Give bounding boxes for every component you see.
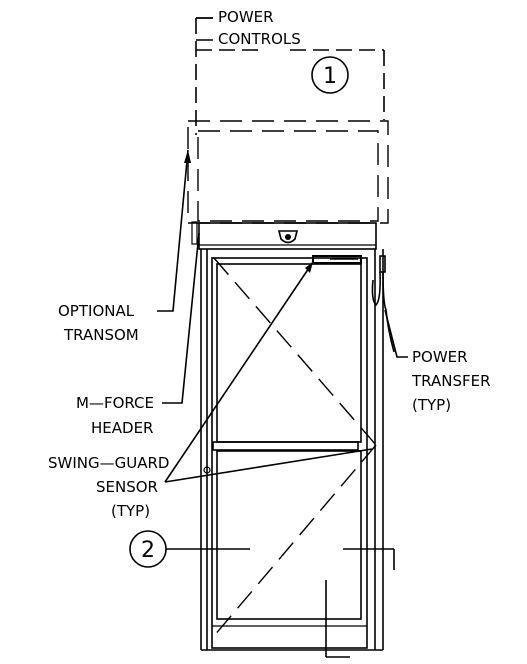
power-controls-box (195, 17, 385, 135)
callout-2: 2 (129, 530, 250, 568)
swing-lines (213, 257, 377, 637)
optional-transom-outline (187, 120, 389, 224)
power-controls-line-2: CONTROLS (218, 30, 301, 48)
door-frame (200, 249, 384, 651)
operator-arm (312, 255, 362, 264)
leader-power-transfer (384, 309, 408, 358)
label-m-force-header: M—FORCE HEADER (76, 394, 159, 437)
power-controls-line-1: POWER (218, 8, 274, 26)
sensor-icon (277, 230, 299, 244)
optional-transom-line-1: OPTIONAL (58, 302, 135, 320)
label-power-controls: POWER CONTROLS (218, 8, 301, 48)
callout-2-number: 2 (141, 538, 155, 563)
m-force-header-line-2: HEADER (91, 419, 153, 437)
leader-swing-guard (164, 261, 373, 483)
power-transfer-loop (371, 271, 395, 353)
callout-1-number: 1 (323, 64, 337, 89)
power-transfer-line-1: POWER (412, 348, 468, 366)
leader-optional-transom (157, 149, 191, 312)
m-force-header-line-1: M—FORCE (76, 394, 154, 412)
label-swing-guard-sensor: SWING—GUARD SENSOR (TYP) (48, 454, 174, 520)
section-markers (325, 548, 395, 658)
swing-guard-line-2: SENSOR (96, 478, 158, 496)
door-leaf (203, 257, 368, 649)
label-optional-transom: OPTIONAL TRANSOM (58, 302, 139, 344)
optional-transom-line-2: TRANSOM (63, 326, 139, 344)
power-transfer-line-2: TRANSFER (411, 372, 491, 390)
leader-m-force-header (162, 232, 200, 404)
swing-guard-line-3: (TYP) (111, 502, 150, 520)
power-transfer-line-3: (TYP) (412, 396, 451, 414)
swing-guard-line-1: SWING—GUARD (48, 454, 169, 472)
callout-1: 1 (311, 56, 349, 94)
label-power-transfer: POWER TRANSFER (TYP) (411, 348, 495, 414)
